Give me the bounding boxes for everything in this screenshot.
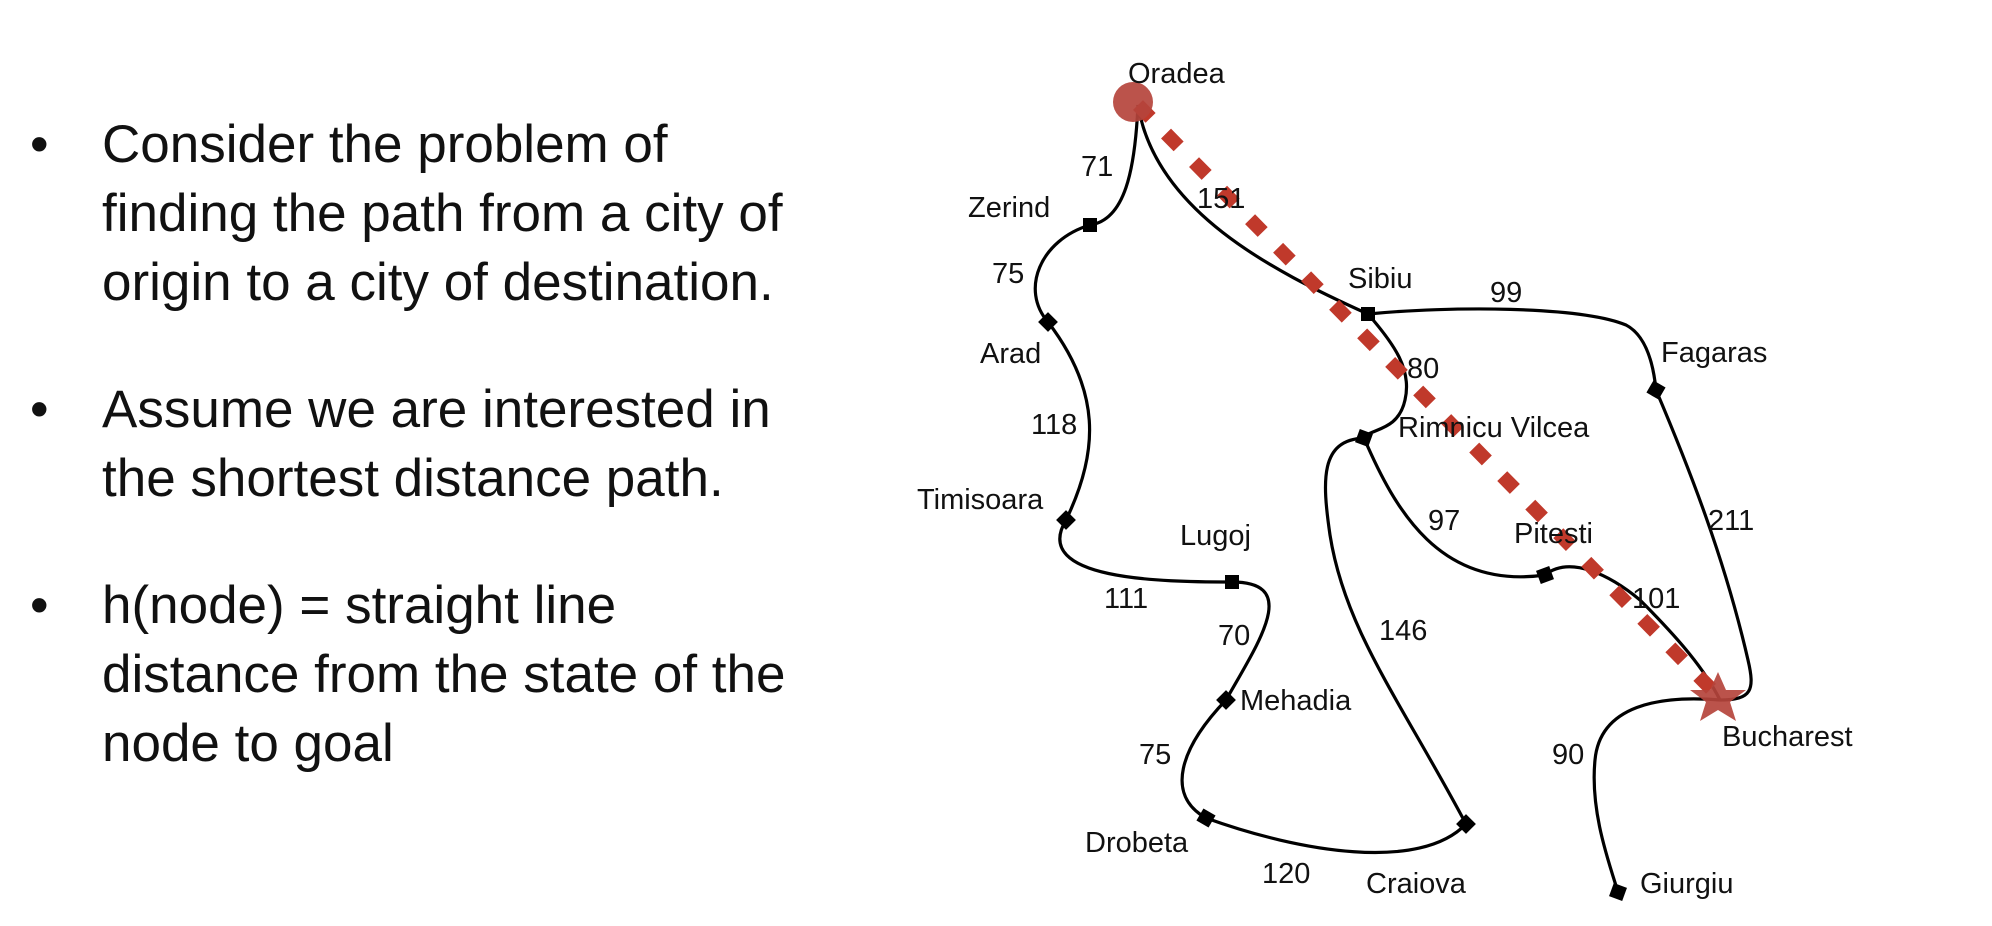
road-sibiu-fagaras: [1367, 307, 1658, 391]
road-drobeta-craiova: [1205, 816, 1468, 855]
distance-label: 99: [1490, 277, 1522, 309]
city-labels: Oradea Zerind Arad Timisoara Lugoj Mehad…: [917, 58, 1853, 900]
distance-labels: 71 151 75 118 111 70 75 120 99 80 97 146…: [992, 151, 1754, 890]
road-zerind-arad: [1033, 223, 1091, 324]
distance-label: 101: [1632, 583, 1680, 615]
bullet-line: Consider the problem of: [102, 115, 668, 174]
start-marker-icon: [1113, 82, 1153, 122]
distance-label: 75: [992, 258, 1024, 290]
bullet-text: h(node) = straight line distance from th…: [102, 571, 910, 778]
distance-label: 146: [1379, 615, 1427, 647]
bullet-symbol: •: [30, 115, 49, 174]
city-marker-sibiu: [1361, 307, 1375, 321]
distance-label: 211: [1708, 505, 1754, 537]
road-mehadia-drobeta: [1180, 698, 1228, 820]
distance-label: 120: [1262, 858, 1310, 890]
road-sibiu-rimnicu: [1362, 312, 1409, 440]
road-rimnicu-craiova: [1323, 436, 1468, 825]
city-label-oradea: Oradea: [1128, 58, 1226, 90]
city-label-zerind: Zerind: [968, 192, 1050, 224]
distance-label: 80: [1407, 353, 1439, 385]
city-label-arad: Arad: [980, 338, 1041, 370]
road-timisoara-lugoj: [1058, 519, 1233, 584]
city-marker-giurgiu: [1609, 883, 1627, 901]
city-label-giurgiu: Giurgiu: [1640, 868, 1734, 900]
city-marker-lugoj: [1225, 575, 1239, 589]
city-marker-timisoara: [1056, 510, 1076, 530]
distance-label: 151: [1197, 183, 1245, 215]
city-marker-fagaras: [1646, 380, 1666, 400]
city-marker-drobeta: [1196, 808, 1216, 828]
city-label-lugoj: Lugoj: [1180, 520, 1251, 552]
road-lugoj-mehadia: [1224, 580, 1271, 701]
city-label-mehadia: Mehadia: [1240, 685, 1352, 717]
road-bucharest-giurgiu: [1592, 697, 1721, 893]
road-oradea-sibiu: [1136, 104, 1369, 316]
road-oradea-zerind: [1089, 104, 1140, 227]
city-label-rimnicu: Rimnicu Vilcea: [1398, 412, 1590, 444]
bullet-line: h(node) = straight line: [102, 576, 617, 635]
bullet-item: • Consider the problem of finding the pa…: [30, 110, 910, 317]
distance-label: 75: [1139, 739, 1171, 771]
city-marker-pitesti: [1536, 566, 1554, 584]
city-label-fagaras: Fagaras: [1661, 337, 1767, 369]
bullet-list: • Consider the problem of finding the pa…: [30, 110, 910, 836]
distance-label: 90: [1552, 739, 1584, 771]
bullet-symbol: •: [30, 576, 49, 635]
city-label-bucharest: Bucharest: [1722, 721, 1853, 753]
distance-label: 111: [1104, 583, 1148, 615]
city-marker-craiova: [1456, 814, 1476, 834]
bullet-item: • h(node) = straight line distance from …: [30, 571, 910, 778]
city-label-craiova: Craiova: [1366, 868, 1467, 900]
city-label-pitesti: Pitesti: [1514, 518, 1593, 550]
bullet-line: Assume we are interested in: [102, 380, 771, 439]
straight-line-distance: [1133, 100, 1727, 705]
distance-label: 71: [1081, 151, 1113, 183]
city-label-sibiu: Sibiu: [1348, 263, 1413, 295]
city-label-timisoara: Timisoara: [917, 484, 1044, 516]
bullet-symbol: •: [30, 380, 49, 439]
bullet-item: • Assume we are interested in the shorte…: [30, 375, 910, 513]
goal-star-icon: [1690, 672, 1746, 721]
distance-label: 97: [1428, 505, 1460, 537]
city-label-drobeta: Drobeta: [1085, 827, 1189, 859]
bullet-line: node to goal: [102, 714, 394, 773]
city-markers: [1038, 218, 1666, 901]
bullet-line: the shortest distance path.: [102, 449, 724, 508]
bullet-text: Consider the problem of finding the path…: [102, 110, 910, 317]
roads: [1033, 104, 1753, 893]
bullet-line: origin to a city of destination.: [102, 253, 774, 312]
road-rimnicu-pitesti: [1362, 437, 1546, 579]
road-arad-timisoara: [1046, 321, 1092, 521]
city-marker-rimnicu: [1355, 429, 1373, 447]
city-marker-arad: [1038, 312, 1058, 332]
city-marker-mehadia: [1216, 690, 1236, 710]
city-marker-zerind: [1083, 218, 1097, 232]
bullet-line: finding the path from a city of: [102, 184, 783, 243]
distance-label: 70: [1218, 620, 1250, 652]
bullet-line: distance from the state of the: [102, 645, 786, 704]
distance-label: 118: [1031, 409, 1077, 441]
road-fagaras-bucharest: [1654, 389, 1753, 702]
bullet-text: Assume we are interested in the shortest…: [102, 375, 910, 513]
